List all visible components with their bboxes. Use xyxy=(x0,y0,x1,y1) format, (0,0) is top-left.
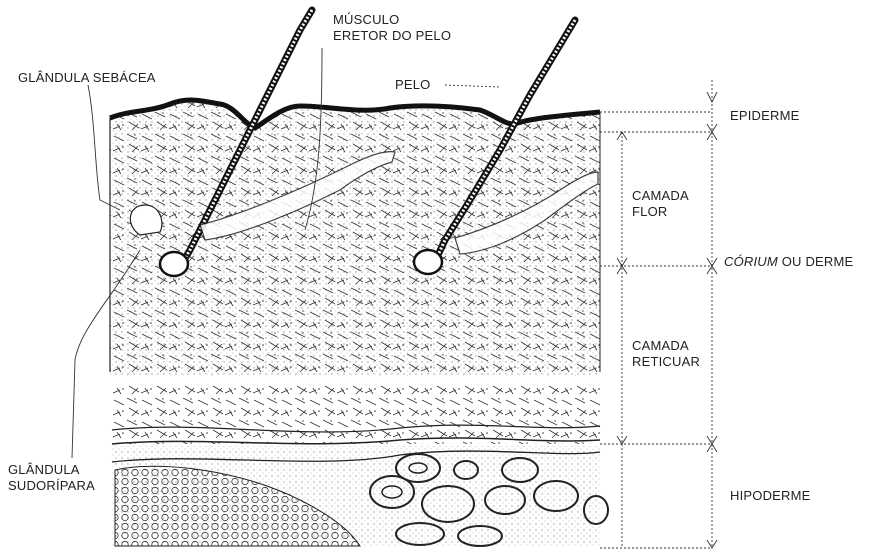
label-musculo-line2: ERETOR DO PELO xyxy=(333,28,451,44)
label-corium-italic: CÓRIUM xyxy=(724,254,778,269)
label-camada-flor-line2: FLOR xyxy=(632,204,689,220)
label-camada-flor: CAMADA FLOR xyxy=(632,188,689,220)
label-camada-reticular-line1: CAMADA xyxy=(632,338,700,354)
label-corium-rest: OU DERME xyxy=(778,254,853,269)
label-musculo-eretor: MÚSCULO ERETOR DO PELO xyxy=(333,12,451,44)
dermis-lower-block xyxy=(112,384,600,444)
label-glandula-sudoripara: GLÂNDULA SUDORÍPARA xyxy=(8,462,95,494)
label-hipoderme: HIPODERME xyxy=(730,488,811,504)
label-sudoripara-line2: SUDORÍPARA xyxy=(8,478,95,494)
label-camada-reticular: CAMADA RETICUAR xyxy=(632,338,700,370)
label-musculo-line1: MÚSCULO xyxy=(333,12,451,28)
sebaceous-gland xyxy=(130,205,162,235)
dermis-upper-block xyxy=(110,100,600,376)
label-corium-derme: CÓRIUM OU DERME xyxy=(724,254,853,270)
hair-bulb-right xyxy=(414,250,442,274)
label-glandula-sebacea: GLÂNDULA SEBÁCEA xyxy=(18,70,156,86)
label-camada-flor-line1: CAMADA xyxy=(632,188,689,204)
hair-bulb-left xyxy=(160,252,188,276)
label-pelo: PELO xyxy=(395,77,430,93)
hypodermis-block xyxy=(112,446,608,546)
label-camada-reticular-line2: RETICUAR xyxy=(632,354,700,370)
scale-bracket xyxy=(600,80,717,548)
label-sudoripara-line1: GLÂNDULA xyxy=(8,462,95,478)
label-epiderme: EPIDERME xyxy=(730,108,800,124)
